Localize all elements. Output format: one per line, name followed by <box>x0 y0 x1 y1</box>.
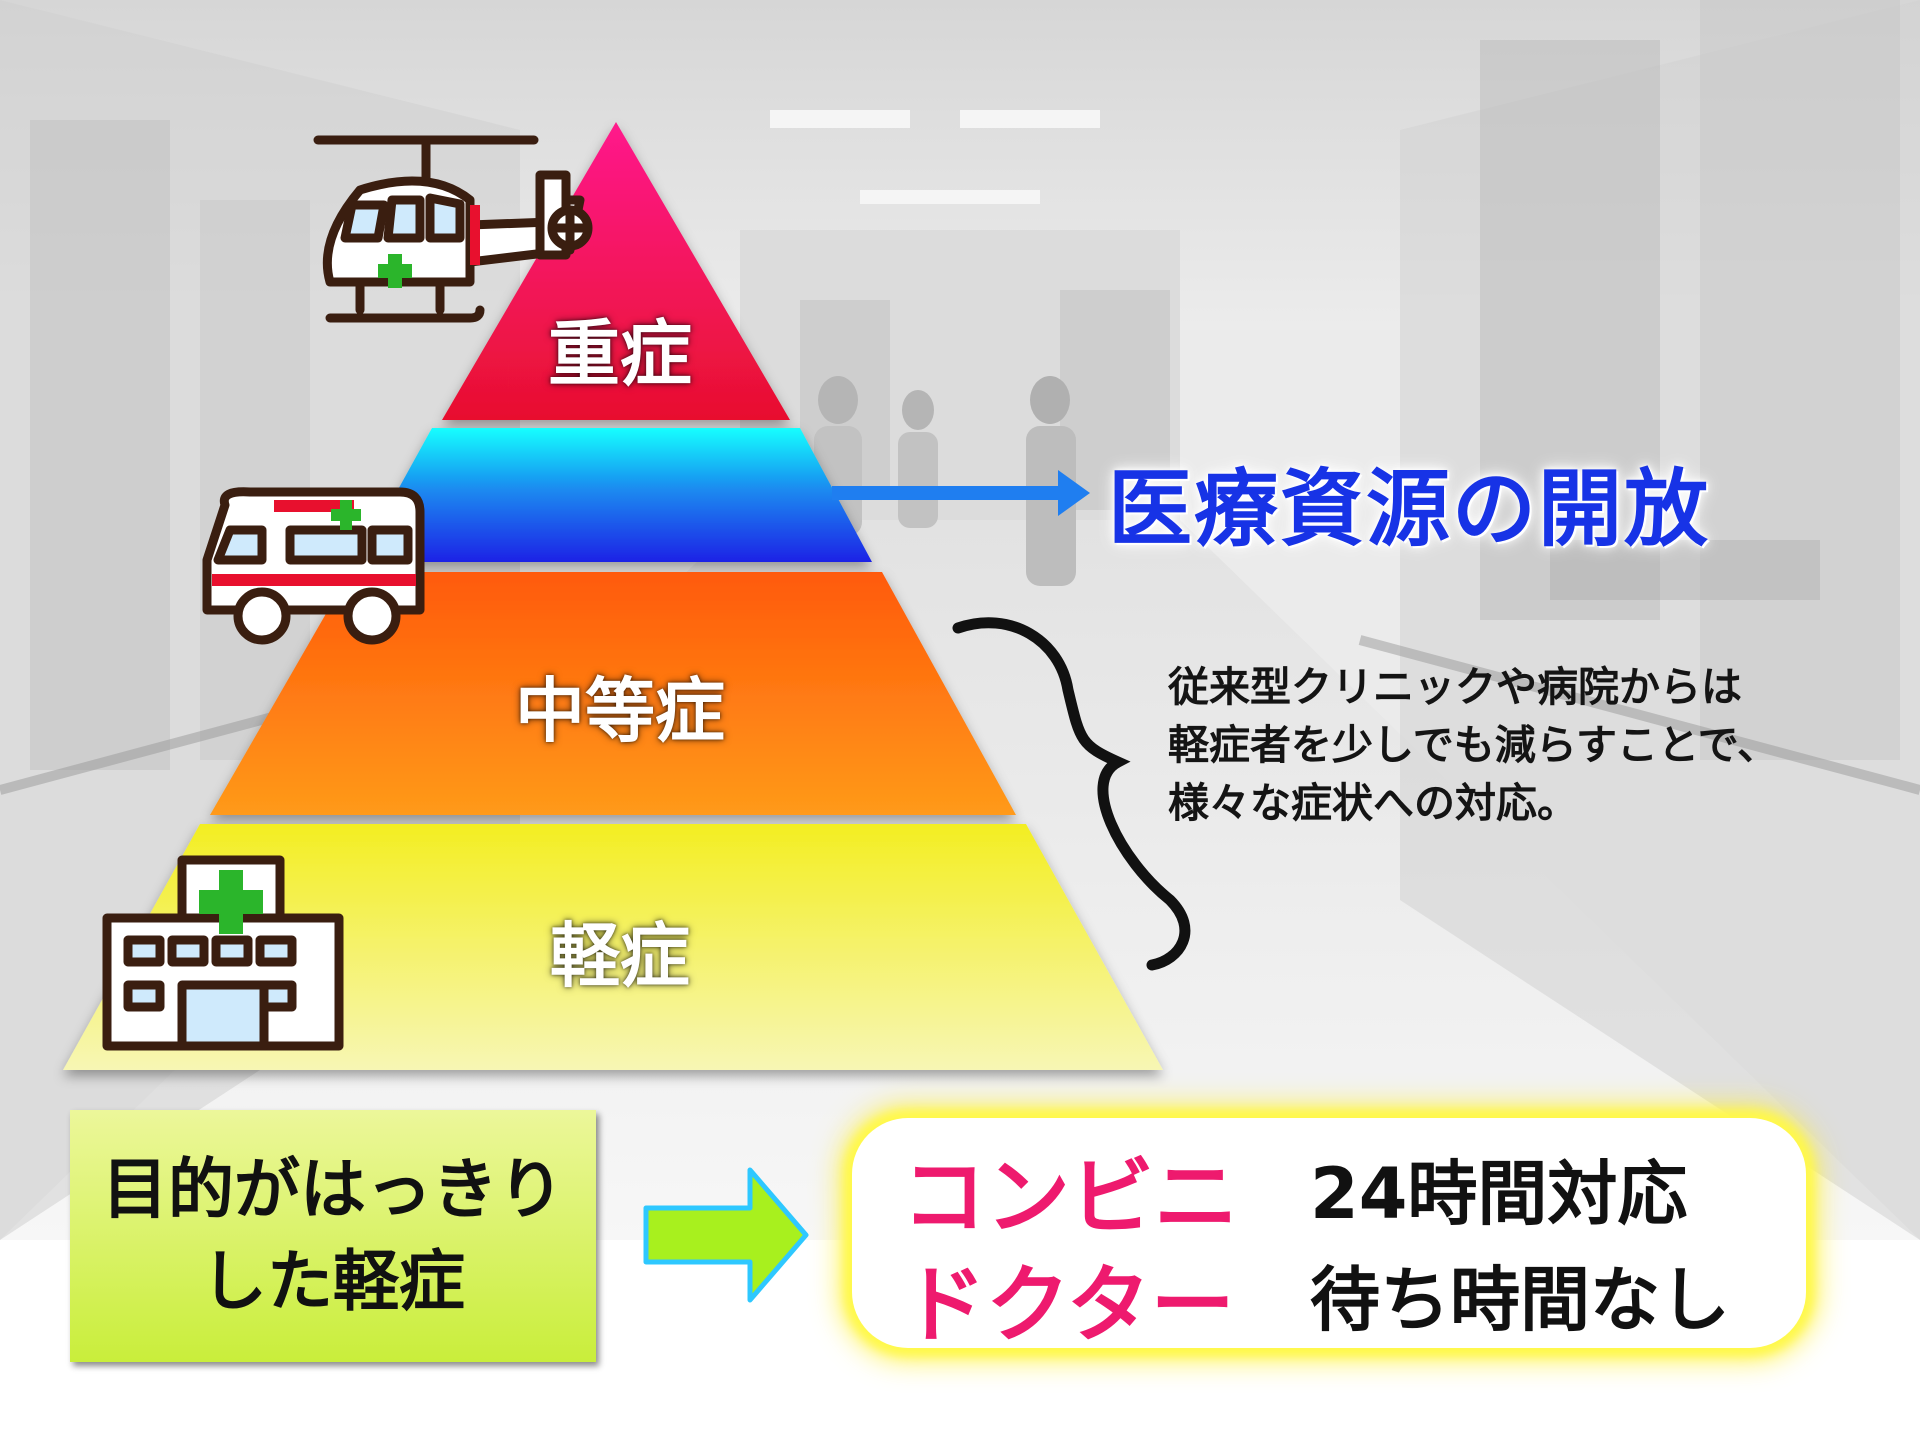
result-box <box>852 1118 1806 1348</box>
brace-icon <box>952 617 1191 971</box>
arrow-right-icon <box>643 1167 809 1303</box>
tier-label-moderate: 中等症 <box>515 670 725 752</box>
description-line: 様々な症状への対応。 <box>1168 779 1578 827</box>
tier-label-mild: 軽症 <box>550 915 690 997</box>
ambulance-icon <box>202 487 425 645</box>
helicopter-icon <box>313 135 593 323</box>
tier-moderate <box>210 572 1016 815</box>
arrow-right-icon <box>832 470 1090 516</box>
tier-label-severe: 重症 <box>547 312 692 396</box>
no-wait-label: 待ち時間なし <box>1310 1259 1730 1341</box>
tier-middle <box>358 428 872 562</box>
purpose-line-1: 目的がはっきり <box>102 1151 564 1228</box>
description-text: 従来型クリニックや病院からは 軽症者を少しでも減らすことで、 様々な症状への対応… <box>1168 658 1908 832</box>
purpose-line-2: した軽症 <box>201 1243 465 1320</box>
description-line: 従来型クリニックや病院からは <box>1168 663 1742 711</box>
doctor-label: ドクター <box>902 1256 1235 1354</box>
headline: 医療資源の開放 <box>1108 460 1711 558</box>
description-line: 軽症者を少しでも減らすことで、 <box>1168 721 1779 769</box>
purpose-box: 目的がはっきり した軽症 <box>70 1110 596 1362</box>
hospital-icon <box>102 855 344 1051</box>
hours-label: 24時間対応 <box>1310 1153 1688 1235</box>
convenience-label: コンビニ <box>902 1148 1239 1246</box>
tier-severe <box>442 122 790 420</box>
